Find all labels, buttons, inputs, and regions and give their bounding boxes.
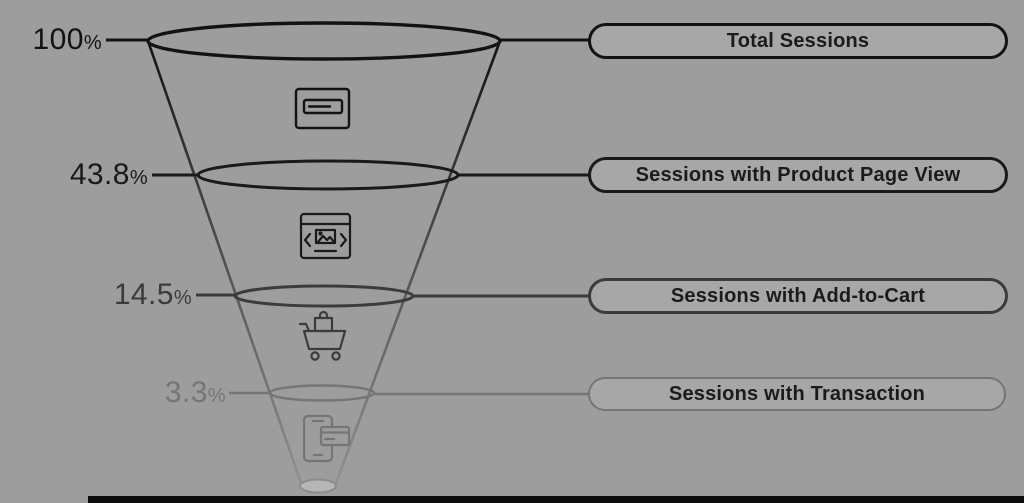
stage-pill-total-sessions: Total Sessions: [588, 23, 1008, 59]
product-page-view-icon: [299, 212, 352, 260]
mobile-transaction-icon: [302, 414, 351, 463]
percent-value: 3.3: [164, 376, 208, 409]
stage-percent-product-page-view: 43.8%: [44, 157, 148, 198]
stage-percent-total-sessions: 100%: [4, 22, 102, 63]
stage-percent-transaction: 3.3%: [142, 375, 226, 416]
funnel-ellipse-total-sessions: [146, 21, 502, 61]
funnel-ellipse-add-to-cart: [233, 284, 415, 308]
funnel-ellipse-product-page-view: [196, 159, 460, 191]
funnel-tip-ellipse: [299, 478, 337, 494]
percent-value: 14.5: [113, 278, 174, 311]
percent-sign: %: [207, 385, 226, 407]
percent-value: 100: [32, 23, 84, 56]
stage-label: Sessions with Transaction: [668, 382, 926, 405]
funnel-ellipse-transaction: [268, 384, 376, 402]
funnel-left-side-line: [146, 40, 303, 484]
stage-pill-product-page-view: Sessions with Product Page View: [588, 157, 1008, 193]
stage-pill-transaction: Sessions with Transaction: [588, 377, 1006, 411]
funnel-right-side-line: [334, 40, 502, 484]
stage-label: Sessions with Add-to-Cart: [670, 284, 926, 307]
browser-window-icon: [294, 87, 351, 130]
stage-label: Total Sessions: [726, 29, 870, 52]
percent-sign: %: [173, 287, 192, 309]
bottom-edge-bar: [88, 496, 1024, 503]
percent-sign: %: [83, 32, 102, 54]
stage-label: Sessions with Product Page View: [635, 163, 961, 186]
stage-pill-add-to-cart: Sessions with Add-to-Cart: [588, 278, 1008, 314]
stage-percent-add-to-cart: 14.5%: [92, 277, 192, 318]
percent-value: 43.8: [69, 158, 130, 191]
add-to-cart-icon: [298, 310, 347, 361]
percent-sign: %: [129, 167, 148, 189]
